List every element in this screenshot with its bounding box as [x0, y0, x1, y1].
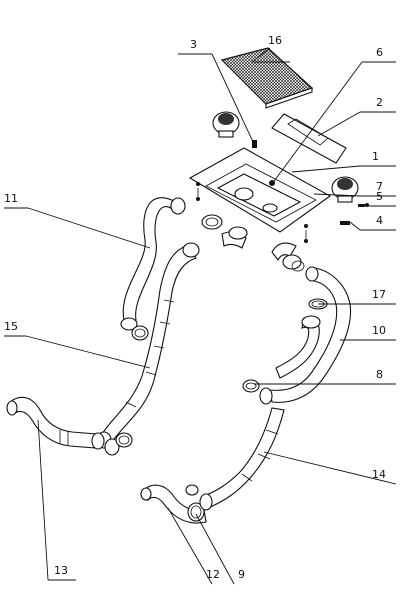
callout-9: 9 — [238, 568, 245, 581]
upper-left-elbow — [201, 214, 248, 249]
elbow-8-assembly — [242, 315, 321, 393]
callout-10: 10 — [372, 324, 386, 337]
callout-8: 8 — [376, 368, 383, 381]
callout-16: 16 — [268, 34, 282, 47]
callout-1: 1 — [372, 150, 379, 163]
callout-14: 14 — [372, 468, 386, 481]
fastener-bolts — [196, 140, 369, 243]
hose-11 — [120, 197, 186, 341]
callout-4: 4 — [376, 214, 383, 227]
callout-12: 12 — [206, 568, 220, 581]
leader-lines — [4, 47, 397, 585]
filter-mesh-cover — [220, 47, 314, 109]
callout-17: 17 — [372, 288, 386, 301]
hose-14 — [203, 407, 285, 509]
callout-13: 13 — [54, 564, 68, 577]
callout-2: 2 — [376, 96, 383, 109]
hose-13 — [6, 396, 105, 450]
left-intake-dome — [212, 111, 240, 138]
callout-labels: 1 2 3 4 5 6 7 8 9 10 11 12 13 14 15 16 1… — [4, 34, 386, 581]
right-intake-dome — [331, 176, 359, 203]
cover-plate — [271, 113, 347, 164]
callout-11: 11 — [4, 192, 18, 205]
callout-6: 6 — [376, 46, 383, 59]
hose-10 — [259, 266, 352, 405]
callout-15: 15 — [4, 320, 18, 333]
callout-5: 5 — [376, 190, 383, 203]
hose-12 — [140, 484, 213, 524]
callout-7: 7 — [376, 180, 383, 193]
upper-right-elbow — [271, 242, 305, 272]
callout-3: 3 — [190, 38, 197, 51]
